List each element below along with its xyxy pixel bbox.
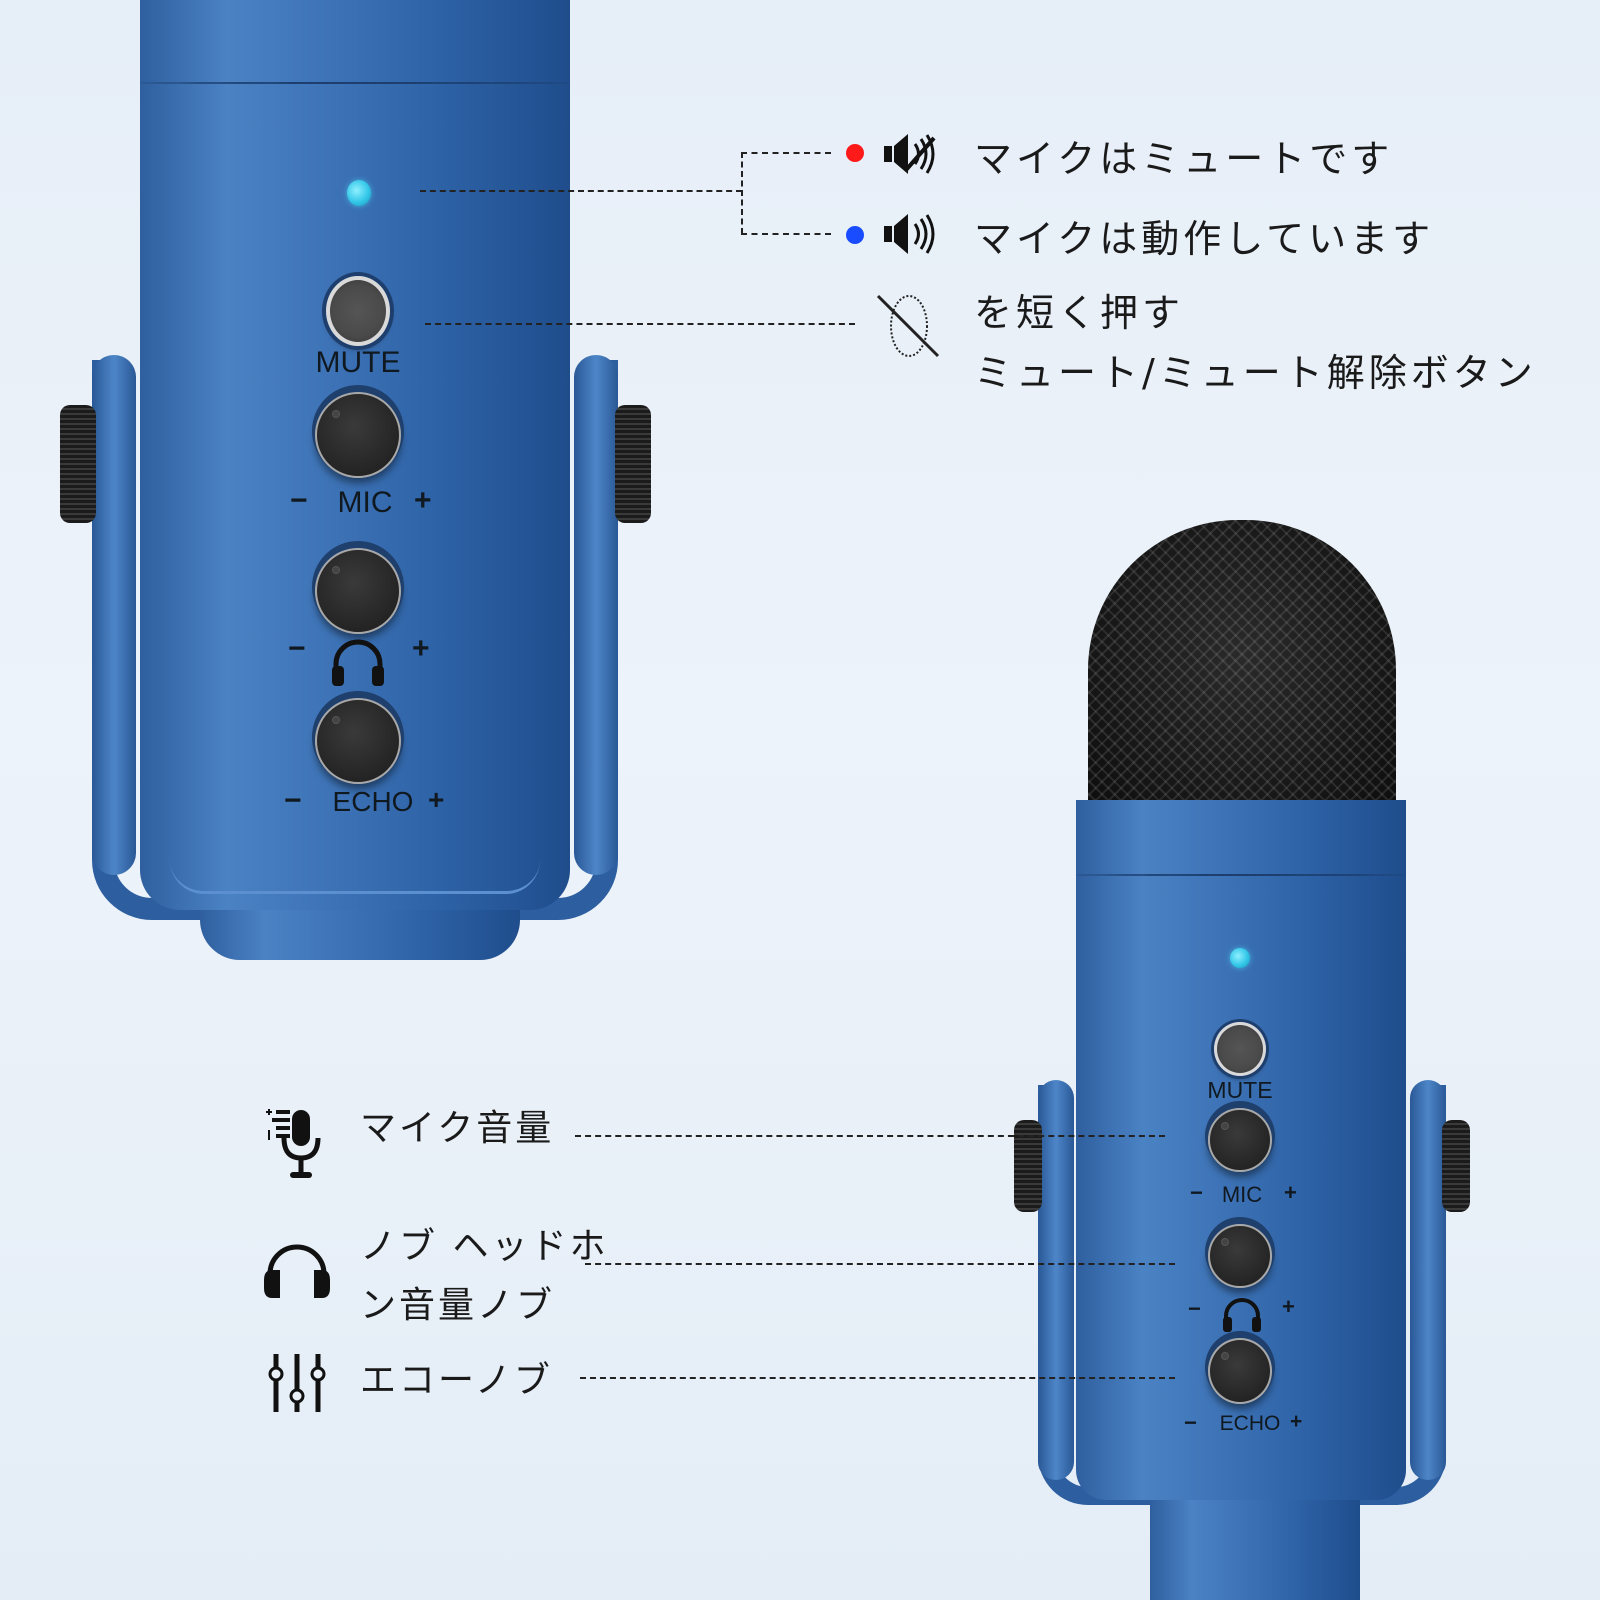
bottom-mic-gain-label: MIC xyxy=(1221,1182,1263,1207)
top-mic-gain-label: MIC xyxy=(337,486,393,519)
led-muted-text: マイクはミュートです xyxy=(974,137,1394,181)
bottom-mic-echo-plus: + xyxy=(1290,1410,1303,1433)
top-mic-headphone-plus: + xyxy=(412,632,430,665)
bottom-mic-side-knob-right[interactable] xyxy=(1442,1120,1470,1212)
led-leader-branch-bottom xyxy=(741,233,831,235)
top-mic-echo-minus: − xyxy=(284,784,302,817)
bottom-mic-side-knob-left[interactable] xyxy=(1014,1120,1042,1212)
legend-echo-text: エコーノブ xyxy=(360,1360,553,1401)
bottom-mic-headphone-plus: + xyxy=(1282,1294,1295,1319)
top-mic-yoke-arm-left xyxy=(92,355,136,875)
mic-volume-icon xyxy=(262,1104,334,1184)
headphones-icon xyxy=(262,1240,332,1300)
top-mic-echo-plus: + xyxy=(428,784,445,815)
top-mic-mute-button[interactable] xyxy=(326,276,390,346)
mute-callout-line1: を短く押す xyxy=(974,291,1185,335)
bottom-mic-echo-knob[interactable] xyxy=(1208,1338,1272,1404)
led-leader-line xyxy=(420,190,742,192)
bottom-mic-gain-plus: + xyxy=(1284,1180,1297,1205)
bottom-mic-headphone-label-icon xyxy=(1221,1298,1263,1332)
top-mic-status-led xyxy=(347,180,371,206)
bottom-mic-echo-label: ECHO xyxy=(1219,1412,1281,1435)
top-mic-headphone-minus: − xyxy=(288,632,306,665)
top-mic-gain-plus: + xyxy=(414,484,432,517)
bottom-mic-mute-label: MUTE xyxy=(1207,1077,1273,1103)
top-mic-echo-knob[interactable] xyxy=(315,698,401,784)
led-leader-branch xyxy=(741,152,743,234)
bottom-mic-gain-knob[interactable] xyxy=(1208,1108,1272,1172)
bottom-mic-status-led xyxy=(1230,948,1250,968)
bottom-mic-grille xyxy=(1088,520,1396,820)
top-mic-body-seam xyxy=(140,82,570,84)
bottom-mic-yoke-arm-right xyxy=(1410,1080,1446,1480)
top-mic-gain-knob[interactable] xyxy=(315,392,401,478)
top-mic-headphone-label-icon xyxy=(330,638,386,686)
bottom-mic-stand-neck xyxy=(1150,1500,1360,1600)
top-mic-side-knob-right[interactable] xyxy=(615,405,651,523)
blue-status-dot xyxy=(846,226,864,244)
speaker-muted-icon xyxy=(882,130,940,178)
legend-headphone-leader xyxy=(585,1263,1175,1265)
mute-leader-line xyxy=(425,323,855,325)
red-status-dot xyxy=(846,144,864,162)
bottom-mic-body-seam xyxy=(1076,874,1406,876)
mute-callout-line2: ミュート/ミュート解除ボタン xyxy=(974,351,1537,395)
led-active-text: マイクは動作しています xyxy=(974,217,1435,261)
top-mic-yoke-arm-right xyxy=(574,355,618,875)
legend-echo-leader xyxy=(580,1377,1175,1379)
legend-mic-volume-leader xyxy=(575,1135,1165,1137)
bottom-mic-yoke-arm-left xyxy=(1038,1080,1074,1480)
top-mic-echo-label: ECHO xyxy=(332,786,414,817)
legend-headphone-text-line2: ン音量ノブ xyxy=(360,1285,556,1326)
top-mic-mute-label: MUTE xyxy=(315,346,401,379)
bottom-mic-gain-minus: − xyxy=(1190,1180,1203,1205)
press-button-icon xyxy=(874,290,944,362)
top-mic-bottom-rim xyxy=(170,860,540,894)
bottom-mic-headphone-knob[interactable] xyxy=(1208,1224,1272,1288)
led-leader-branch-top xyxy=(741,152,831,154)
legend-headphone-text-line1: ノブ ヘッドホ xyxy=(360,1226,609,1267)
top-mic-gain-minus: − xyxy=(290,484,308,517)
bottom-mic-headphone-minus: − xyxy=(1188,1296,1201,1321)
equalizer-sliders-icon xyxy=(266,1352,328,1414)
speaker-on-icon xyxy=(882,210,940,258)
bottom-mic-mute-button[interactable] xyxy=(1214,1022,1266,1076)
legend-mic-volume-text: マイク音量 xyxy=(360,1108,555,1149)
bottom-mic-echo-minus: − xyxy=(1184,1410,1197,1435)
top-mic-side-knob-left[interactable] xyxy=(60,405,96,523)
top-mic-headphone-knob[interactable] xyxy=(315,548,401,634)
